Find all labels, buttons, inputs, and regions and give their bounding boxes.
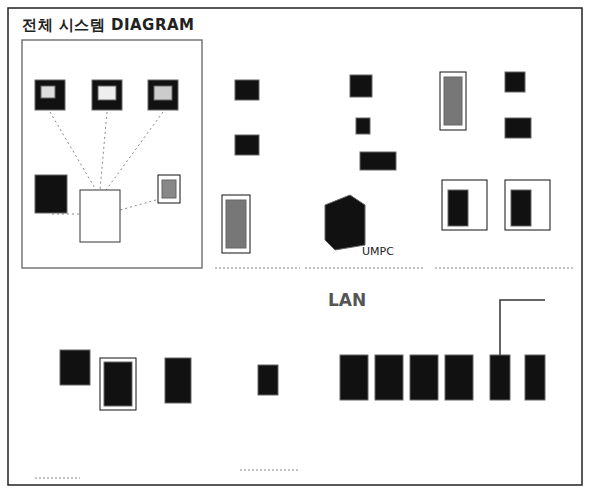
device-label: UMPC [362, 245, 394, 258]
diagram-title: 전체 시스템 DIAGRAM [22, 16, 194, 35]
section-heading: LAN [328, 290, 366, 310]
